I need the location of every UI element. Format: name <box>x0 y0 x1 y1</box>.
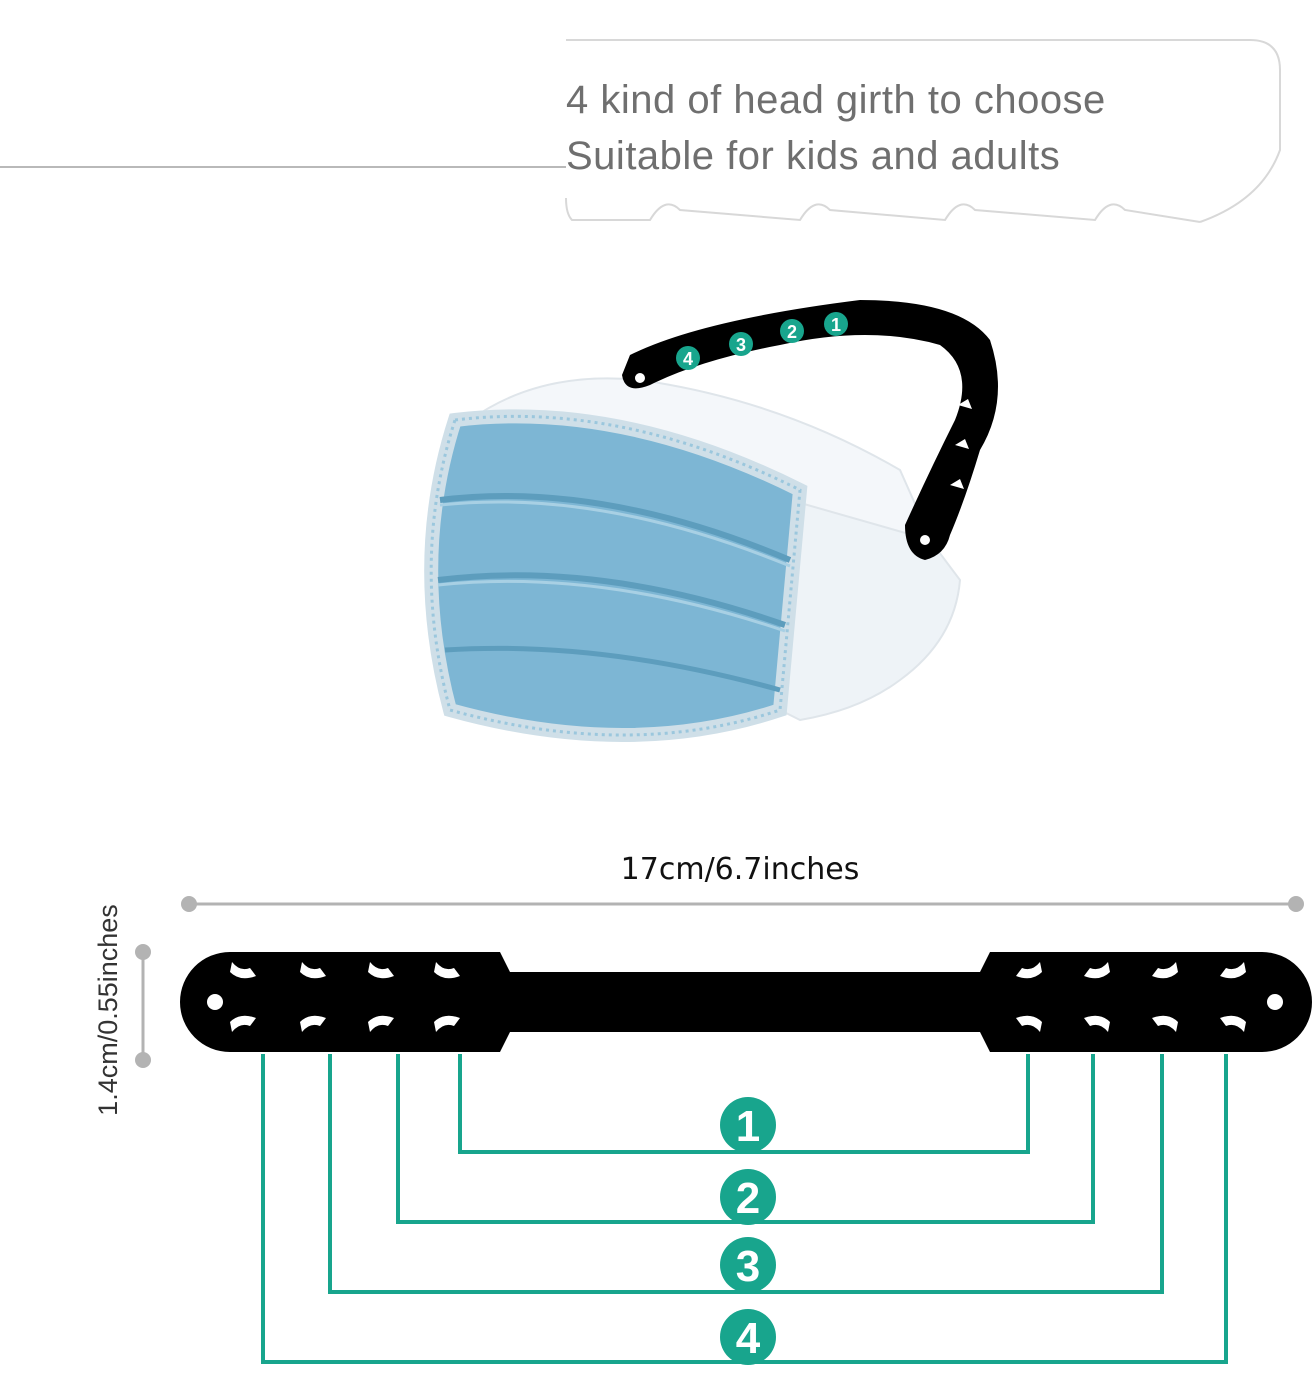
width-measure <box>181 896 1304 912</box>
height-measure <box>135 944 151 1068</box>
headline: 4 kind of head girth to choose Suitable … <box>566 72 1206 184</box>
position-badge-4: 4 <box>736 1314 761 1363</box>
mask-badge-2: 2 <box>787 322 797 342</box>
mask-strap-badges: 4 3 2 1 <box>676 312 848 370</box>
width-dimension-label: 17cm/6.7inches <box>620 852 860 887</box>
height-dimension-label: 1.4cm/0.55inches <box>93 904 123 1116</box>
ear-saver-strap <box>180 952 1312 1052</box>
top-divider-line <box>0 166 566 168</box>
mask-illustration <box>424 377 962 742</box>
headline-line-2: Suitable for kids and adults <box>566 134 1061 178</box>
headline-card-outline <box>565 39 1281 223</box>
mask-badge-3: 3 <box>736 335 746 355</box>
bracket-badges: 1 2 3 4 <box>720 1097 776 1365</box>
position-badge-2: 2 <box>736 1174 760 1223</box>
headline-line-1: 4 kind of head girth to choose <box>566 78 1106 122</box>
mask-badge-4: 4 <box>683 349 693 369</box>
position-badge-3: 3 <box>736 1242 760 1291</box>
mask-strap: 4 3 2 1 <box>622 300 998 560</box>
mask-badge-1: 1 <box>831 315 841 335</box>
position-badge-1: 1 <box>736 1102 760 1151</box>
